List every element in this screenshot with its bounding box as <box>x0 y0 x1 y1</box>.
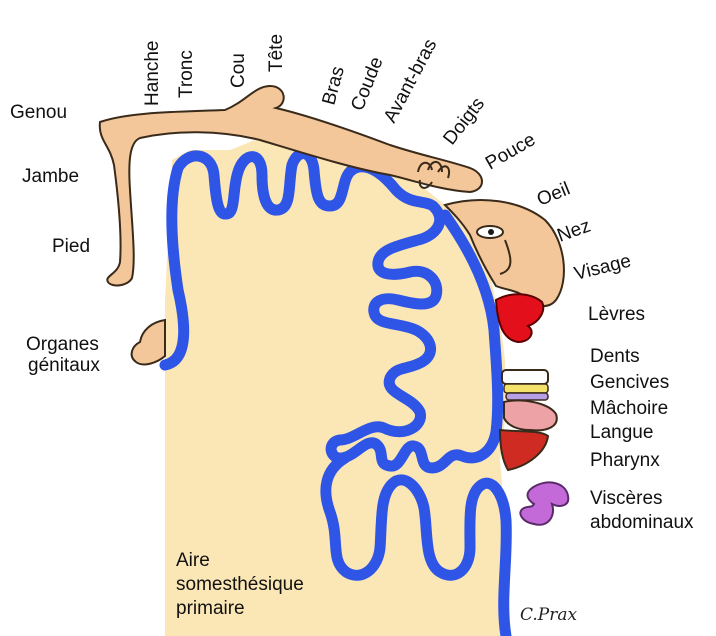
label-organes-line2: génitaux <box>28 355 100 376</box>
label-levres: Lèvres <box>588 304 645 325</box>
label-pharynx: Pharynx <box>590 450 660 471</box>
label-visage: Visage <box>572 251 633 285</box>
lips-shape <box>496 294 543 342</box>
label-dents: Dents <box>590 346 640 367</box>
label-avant-bras: Avant-bras <box>380 36 442 127</box>
label-aire-line2: somesthésique <box>176 574 304 595</box>
label-coude: Coude <box>347 54 387 114</box>
label-aire-line1: Aire <box>176 550 210 571</box>
label-organes-line1: Organes <box>26 334 99 355</box>
label-tete: Tête <box>266 34 287 72</box>
eye-pupil <box>488 229 494 235</box>
label-nez: Nez <box>555 215 594 246</box>
teeth-band <box>502 370 548 384</box>
label-pouce: Pouce <box>482 129 539 174</box>
label-cou: Cou <box>228 53 249 88</box>
label-pied: Pied <box>52 236 90 257</box>
artist-signature: C.Prax <box>520 605 578 625</box>
label-doigts: Doigts <box>439 94 489 149</box>
label-bras: Bras <box>319 64 349 107</box>
pharynx-shape <box>500 430 548 470</box>
label-oeil: Oeil <box>534 179 573 211</box>
label-genou: Genou <box>10 102 67 123</box>
label-visceres-line2: abdominaux <box>590 512 694 533</box>
jaw-band <box>506 393 548 400</box>
gums-band <box>504 384 548 393</box>
label-aire-line3: primaire <box>176 598 245 619</box>
label-gencives: Gencives <box>590 372 669 393</box>
label-hanche: Hanche <box>142 41 163 107</box>
viscera-shape <box>520 482 568 524</box>
label-machoire: Mâchoire <box>590 398 668 419</box>
tongue-shape <box>504 401 557 431</box>
label-tronc: Tronc <box>176 50 197 98</box>
homunculus-genitals <box>132 320 165 364</box>
label-langue: Langue <box>590 422 653 443</box>
label-visceres-line1: Viscères <box>590 488 663 509</box>
label-jambe: Jambe <box>22 166 79 187</box>
